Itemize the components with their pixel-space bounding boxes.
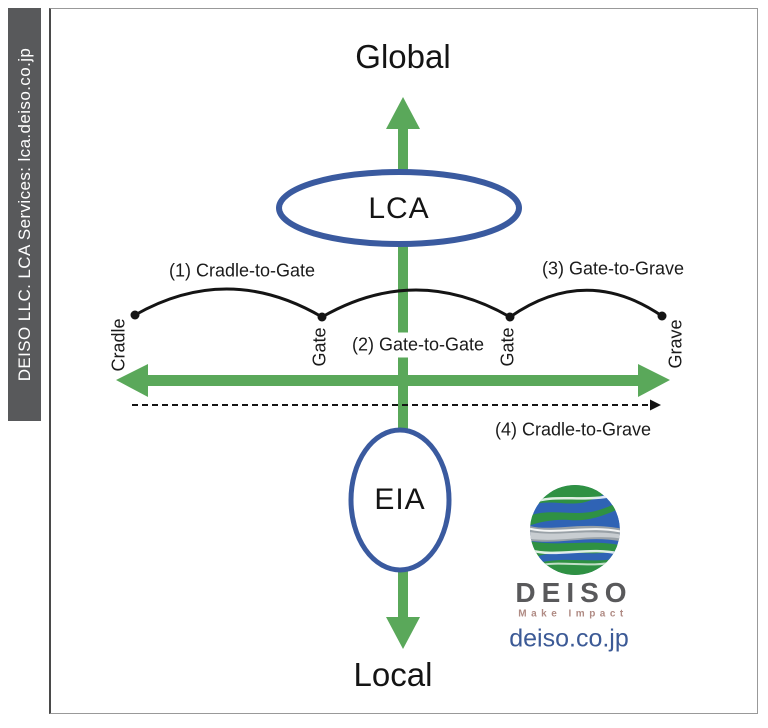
dashed-line-arrowhead-icon <box>650 399 661 411</box>
horizontal-axis-arrowhead-left-icon <box>116 364 148 397</box>
stage-label-gate-2: Gate <box>497 327 518 367</box>
point-gate-2 <box>505 312 515 322</box>
local-axis-label: Local <box>353 656 433 693</box>
deiso-tagline: Make Impact <box>518 608 628 620</box>
arc-cradle-to-gate <box>134 287 323 319</box>
vertical-axis-shaft <box>398 116 408 622</box>
scope-label-gate-to-gate: (2) Gate-to-Gate <box>343 332 493 358</box>
scope-label-gate-to-grave: (3) Gate-to-Grave <box>541 258 685 279</box>
point-gate-1 <box>317 312 327 322</box>
vertical-axis-arrowhead-up-icon <box>386 97 420 129</box>
stage-label-grave: Grave <box>665 319 686 369</box>
stage-label-cradle: Cradle <box>108 318 129 372</box>
eia-ellipse <box>348 427 452 573</box>
lca-ellipse <box>276 169 522 247</box>
scope-label-cradle-to-gate: (1) Cradle-to-Gate <box>168 260 316 281</box>
deiso-wordmark: DEISO <box>515 577 633 608</box>
point-cradle <box>130 310 140 320</box>
scope-label-cradle-to-grave: (4) Cradle-to-Grave <box>494 419 652 440</box>
global-axis-label: Global <box>355 38 451 75</box>
point-grave <box>657 311 667 321</box>
deiso-globe-icon <box>530 485 620 575</box>
stage-label-gate-1: Gate <box>309 327 330 367</box>
vertical-axis-arrowhead-down-icon <box>386 617 420 649</box>
lca-node-label: LCA <box>368 192 430 225</box>
eia-node-label: EIA <box>374 483 426 516</box>
arc-gate-to-gate <box>321 288 511 319</box>
arc-gate-to-grave <box>509 288 663 319</box>
horizontal-axis-shaft <box>140 375 646 386</box>
horizontal-axis-arrowhead-right-icon <box>638 364 670 397</box>
deiso-site-url: deiso.co.jp <box>509 624 629 653</box>
